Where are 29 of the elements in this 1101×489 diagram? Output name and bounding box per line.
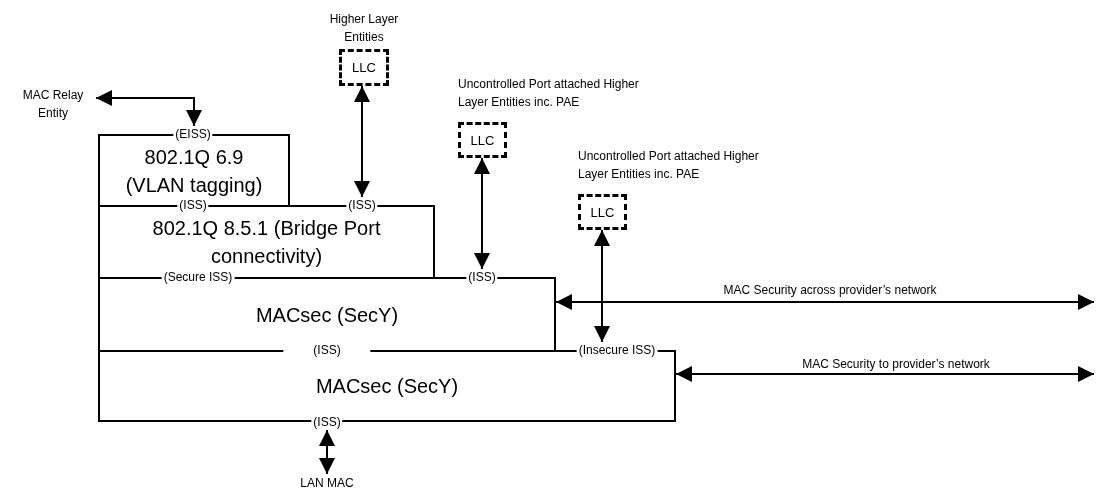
layer-title: MACsec (SecY) [315, 374, 459, 399]
double-arrow [319, 429, 335, 475]
entity-label: LAN MAC [290, 474, 364, 489]
interface-label: (Secure ISS) [161, 270, 235, 284]
layer-title: 802.1Q 6.9 (VLAN tagging) [124, 144, 264, 198]
double-arrow [594, 229, 610, 343]
entity-caption: Uncontrolled Port attached Higher Layer Entities inc. PAE [578, 148, 760, 183]
interface-label: (ISS) [177, 198, 209, 212]
interface-label: (Insecure ISS) [576, 343, 658, 357]
entity-label: MAC Relay Entity [10, 86, 96, 122]
double-arrow [675, 366, 1095, 382]
layer-title: MACsec (SecY) [255, 302, 399, 328]
entity-caption: Uncontrolled Port attached Higher Layer Entities inc. PAE [458, 76, 640, 111]
edge-label: MAC Security across provider’s network [723, 283, 937, 297]
interface-label: (ISS) [466, 270, 498, 284]
llc-box: LLC [339, 49, 389, 86]
double-arrow [555, 294, 1095, 310]
interface-label: (ISS) [283, 343, 371, 357]
double-arrow [354, 85, 370, 198]
interface-label: (ISS) [346, 198, 378, 212]
llc-box: LLC [458, 122, 507, 158]
layer-title: 802.1Q 8.5.1 (Bridge Port connectivity) [151, 216, 382, 269]
double-arrow [95, 90, 202, 127]
llc-box: LLC [578, 194, 627, 230]
edge-label: MAC Security to provider’s network [802, 357, 990, 371]
double-arrow [474, 157, 490, 270]
interface-label: (ISS) [311, 415, 343, 429]
entity-caption: Higher Layer Entities [328, 11, 400, 46]
interface-label: (EISS) [173, 127, 213, 141]
